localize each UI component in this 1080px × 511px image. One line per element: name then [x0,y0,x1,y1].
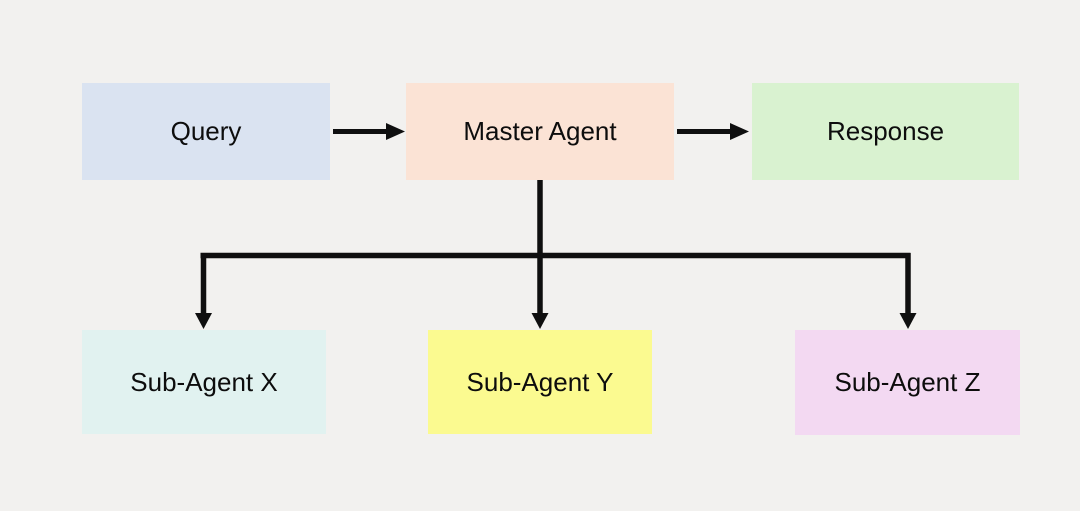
arrowhead-to-sub-y [531,313,549,329]
node-query-label: Query [170,116,242,146]
arrow-master-to-response [677,123,749,140]
node-sub-agent-x: Sub-Agent X [82,330,326,434]
node-sub-agent-y-label: Sub-Agent Y [466,366,614,397]
node-sub-agent-z-label: Sub-Agent Z [834,367,981,397]
node-query: Query [82,83,330,180]
node-master-agent: Master Agent [406,83,674,180]
node-sub-agent-x-label: Sub-Agent X [130,366,278,397]
arrowhead-to-sub-x [195,313,212,329]
node-master-agent-label: Master Agent [463,116,617,146]
arrowhead-to-sub-z [899,313,917,329]
arrow-query-to-master [333,123,405,140]
node-sub-agent-z: Sub-Agent Z [795,330,1020,435]
node-response-label: Response [826,116,945,146]
node-sub-agent-y: Sub-Agent Y [428,330,652,434]
node-response: Response [752,83,1019,180]
branch-bar [200,180,911,314]
